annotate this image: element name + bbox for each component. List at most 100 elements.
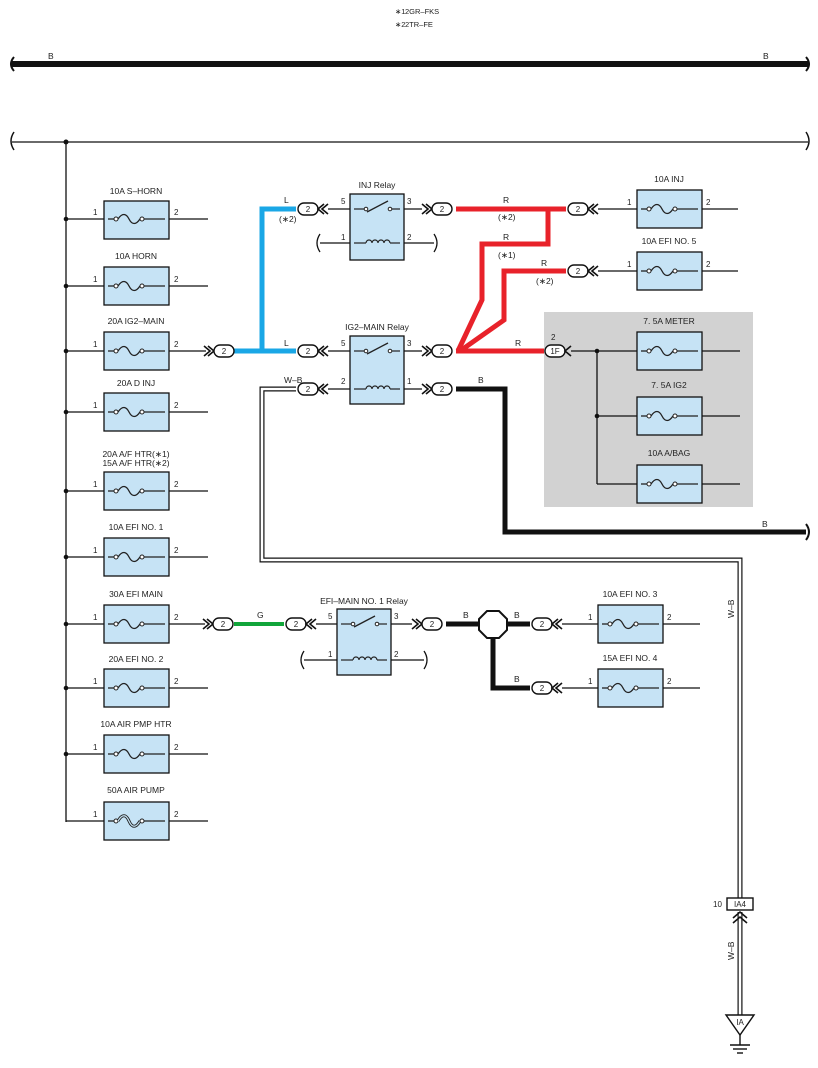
ig2-main-relay-label: IG2–MAIN Relay <box>345 322 410 332</box>
wire-l-note: (∗2) <box>279 214 297 224</box>
legend: ∗1 2GR–FKS ∗2 2TR–FE <box>395 7 439 29</box>
efi-main-relay-pin3: 3 <box>394 612 399 621</box>
connector-efi5-fuse-pin: 2 <box>576 267 581 276</box>
wire-r-label-2: R <box>503 232 509 242</box>
connector-efi-main-fuse: 2 <box>202 617 234 631</box>
wire-w-b-label-1: W–B <box>284 375 303 385</box>
connector-ia4-pin: 10 <box>713 900 722 909</box>
fuse-meter: 7. 5A METER <box>636 316 740 371</box>
fuse-efi-main: 30A EFI MAIN 1 2 <box>63 589 205 644</box>
fuse-ig2-main-pin1: 1 <box>93 340 98 349</box>
junction-splice <box>478 610 508 639</box>
legend-line-1-text: 2GR–FKS <box>405 7 439 16</box>
fuse-efi-no4: 15A EFI NO. 4 1 2 <box>588 653 700 708</box>
efi-main-relay-pin1: 1 <box>328 650 333 659</box>
fuse-efi-no3-pin2: 2 <box>667 613 672 622</box>
ig2-main-relay-pin3: 3 <box>407 339 412 348</box>
connector-1f: 1F 2 <box>544 333 572 358</box>
fuse-efi-no2: 20A EFI NO. 2 1 2 <box>63 654 208 708</box>
connector-efi-relay-out-pin: 2 <box>430 620 435 629</box>
connector-efi3-fuse-pin: 2 <box>540 620 545 629</box>
fuse-s-horn: 10A S–HORN 1 2 <box>63 186 208 240</box>
fuse-af-htr-label-1: 20A A/F HTR(∗1) <box>102 449 169 459</box>
ig2-main-relay-pin2: 2 <box>341 377 346 386</box>
fuse-efi-no4-label: 15A EFI NO. 4 <box>603 653 658 663</box>
connector-efi5-fuse: 2 <box>567 264 637 278</box>
connector-ig2-out: 2 <box>404 344 453 358</box>
fuse-af-htr: 20A A/F HTR(∗1) 15A A/F HTR(∗2) 1 2 <box>63 449 208 511</box>
connector-ig2-in-pin: 2 <box>306 347 311 356</box>
fuse-d-inj: 20A D INJ 1 2 <box>63 378 208 432</box>
connector-inj-in: 2 <box>297 202 350 216</box>
fuse-efi-no5: 10A EFI NO. 5 1 2 <box>627 236 738 291</box>
ground-ia: IA <box>724 1014 756 1054</box>
wire-w-b-label-3: W–B <box>726 941 736 960</box>
fuse-air-pmp-htr: 10A AIR PMP HTR 1 2 <box>63 719 208 774</box>
bus-b-label-right: B <box>763 51 769 61</box>
inj-relay-pin2: 2 <box>407 233 412 242</box>
fuse-efi-no1-pin2: 2 <box>174 546 179 555</box>
connector-efi3-fuse: 2 <box>531 617 598 631</box>
wire-w-b: W–B W–B W–B <box>259 375 743 1015</box>
fuse-efi-no2-pin2: 2 <box>174 677 179 686</box>
right-fuses: 10A INJ 1 2 10A EFI NO. 5 1 2 10A EFI NO… <box>588 174 738 708</box>
wire-black-b: B B B B B <box>446 375 810 691</box>
connector-ig2-fuse-pin: 2 <box>222 347 227 356</box>
fuse-ig2-main-label: 20A IG2–MAIN <box>108 316 165 326</box>
connector-ig2-coil-out: 2 <box>404 382 453 396</box>
fuse-horn-pin2: 2 <box>174 275 179 284</box>
fuse-efi-no2-label: 20A EFI NO. 2 <box>109 654 164 664</box>
wire-r-label-3: R <box>541 258 547 268</box>
fuse-ig2-main-pin2: 2 <box>174 340 179 349</box>
wire-r-note-1: (∗2) <box>498 212 516 222</box>
fuse-air-pump-pin2: 2 <box>174 810 179 819</box>
connector-efi-main-fuse-pin: 2 <box>221 620 226 629</box>
fuse-efi-no5-pin2: 2 <box>706 260 711 269</box>
inj-relay-pin5: 5 <box>341 197 346 206</box>
wire-r-label-4: R <box>515 338 521 348</box>
fuse-horn-label: 10A HORN <box>115 251 157 261</box>
connector-1f-pin: 2 <box>551 333 556 342</box>
efi-main-relay-label: EFI–MAIN NO. 1 Relay <box>320 596 409 606</box>
wire-green-g: G <box>234 610 284 626</box>
wire-r-note-3: (∗2) <box>536 276 554 286</box>
fuse-af-htr-pin1: 1 <box>93 480 98 489</box>
fuse-efi-no4-pin2: 2 <box>667 677 672 686</box>
ig2-main-relay-pin5: 5 <box>341 339 346 348</box>
connector-inj-fuse: 2 <box>567 202 637 216</box>
wire-l-label-bottom: L <box>284 338 289 348</box>
connector-ig2-fuse: 2 <box>203 344 235 358</box>
fuse-air-pmp-htr-label: 10A AIR PMP HTR <box>100 719 171 729</box>
connector-efi-relay-in-pin: 2 <box>294 620 299 629</box>
fuse-inj-pin2: 2 <box>706 198 711 207</box>
wire-blue-l: L (∗2) L <box>234 195 297 354</box>
fuse-efi-no5-pin1: 1 <box>627 260 632 269</box>
fuse-af-htr-pin2: 2 <box>174 480 179 489</box>
connector-1f-label: 1F <box>550 347 559 356</box>
fuse-air-pmp-htr-pin2: 2 <box>174 743 179 752</box>
wire-b-label-5: B <box>514 674 520 684</box>
wire-b-label-1: B <box>478 375 484 385</box>
wire-red-r: R (∗2) R (∗1) R (∗2) R <box>455 195 566 354</box>
efi-main-relay-pin2: 2 <box>394 650 399 659</box>
fuse-d-inj-pin1: 1 <box>93 401 98 410</box>
wire-b-label-2: B <box>762 519 768 529</box>
fuse-ig2-main: 20A IG2–MAIN 1 2 <box>63 316 206 371</box>
junction-block-shaded: 1F 2 7. 5A METER 7. 5A IG2 <box>544 312 753 507</box>
wire-b-label-4: B <box>514 610 520 620</box>
fuse-inj: 10A INJ 1 2 <box>627 174 738 229</box>
connector-efi-relay-out: 2 <box>391 617 443 631</box>
inj-relay: INJ Relay 5 3 1 2 <box>316 180 438 261</box>
fuse-efi-no2-pin1: 1 <box>93 677 98 686</box>
ig2-main-relay: IG2–MAIN Relay 5 3 2 1 <box>341 322 412 405</box>
connector-ig2-coil-in: 2 <box>297 382 350 396</box>
connector-ig2-in: 2 <box>297 344 350 358</box>
fuse-efi-no4-pin1: 1 <box>588 677 593 686</box>
connectors: 2 2 2 2 2 2 <box>202 202 637 695</box>
fuse-efi-no3: 10A EFI NO. 3 1 2 <box>588 589 700 644</box>
connector-inj-in-pin: 2 <box>306 205 311 214</box>
bus-b-label-left: B <box>48 51 54 61</box>
connector-efi-relay-in: 2 <box>285 617 337 631</box>
wire-l-label-top: L <box>284 195 289 205</box>
